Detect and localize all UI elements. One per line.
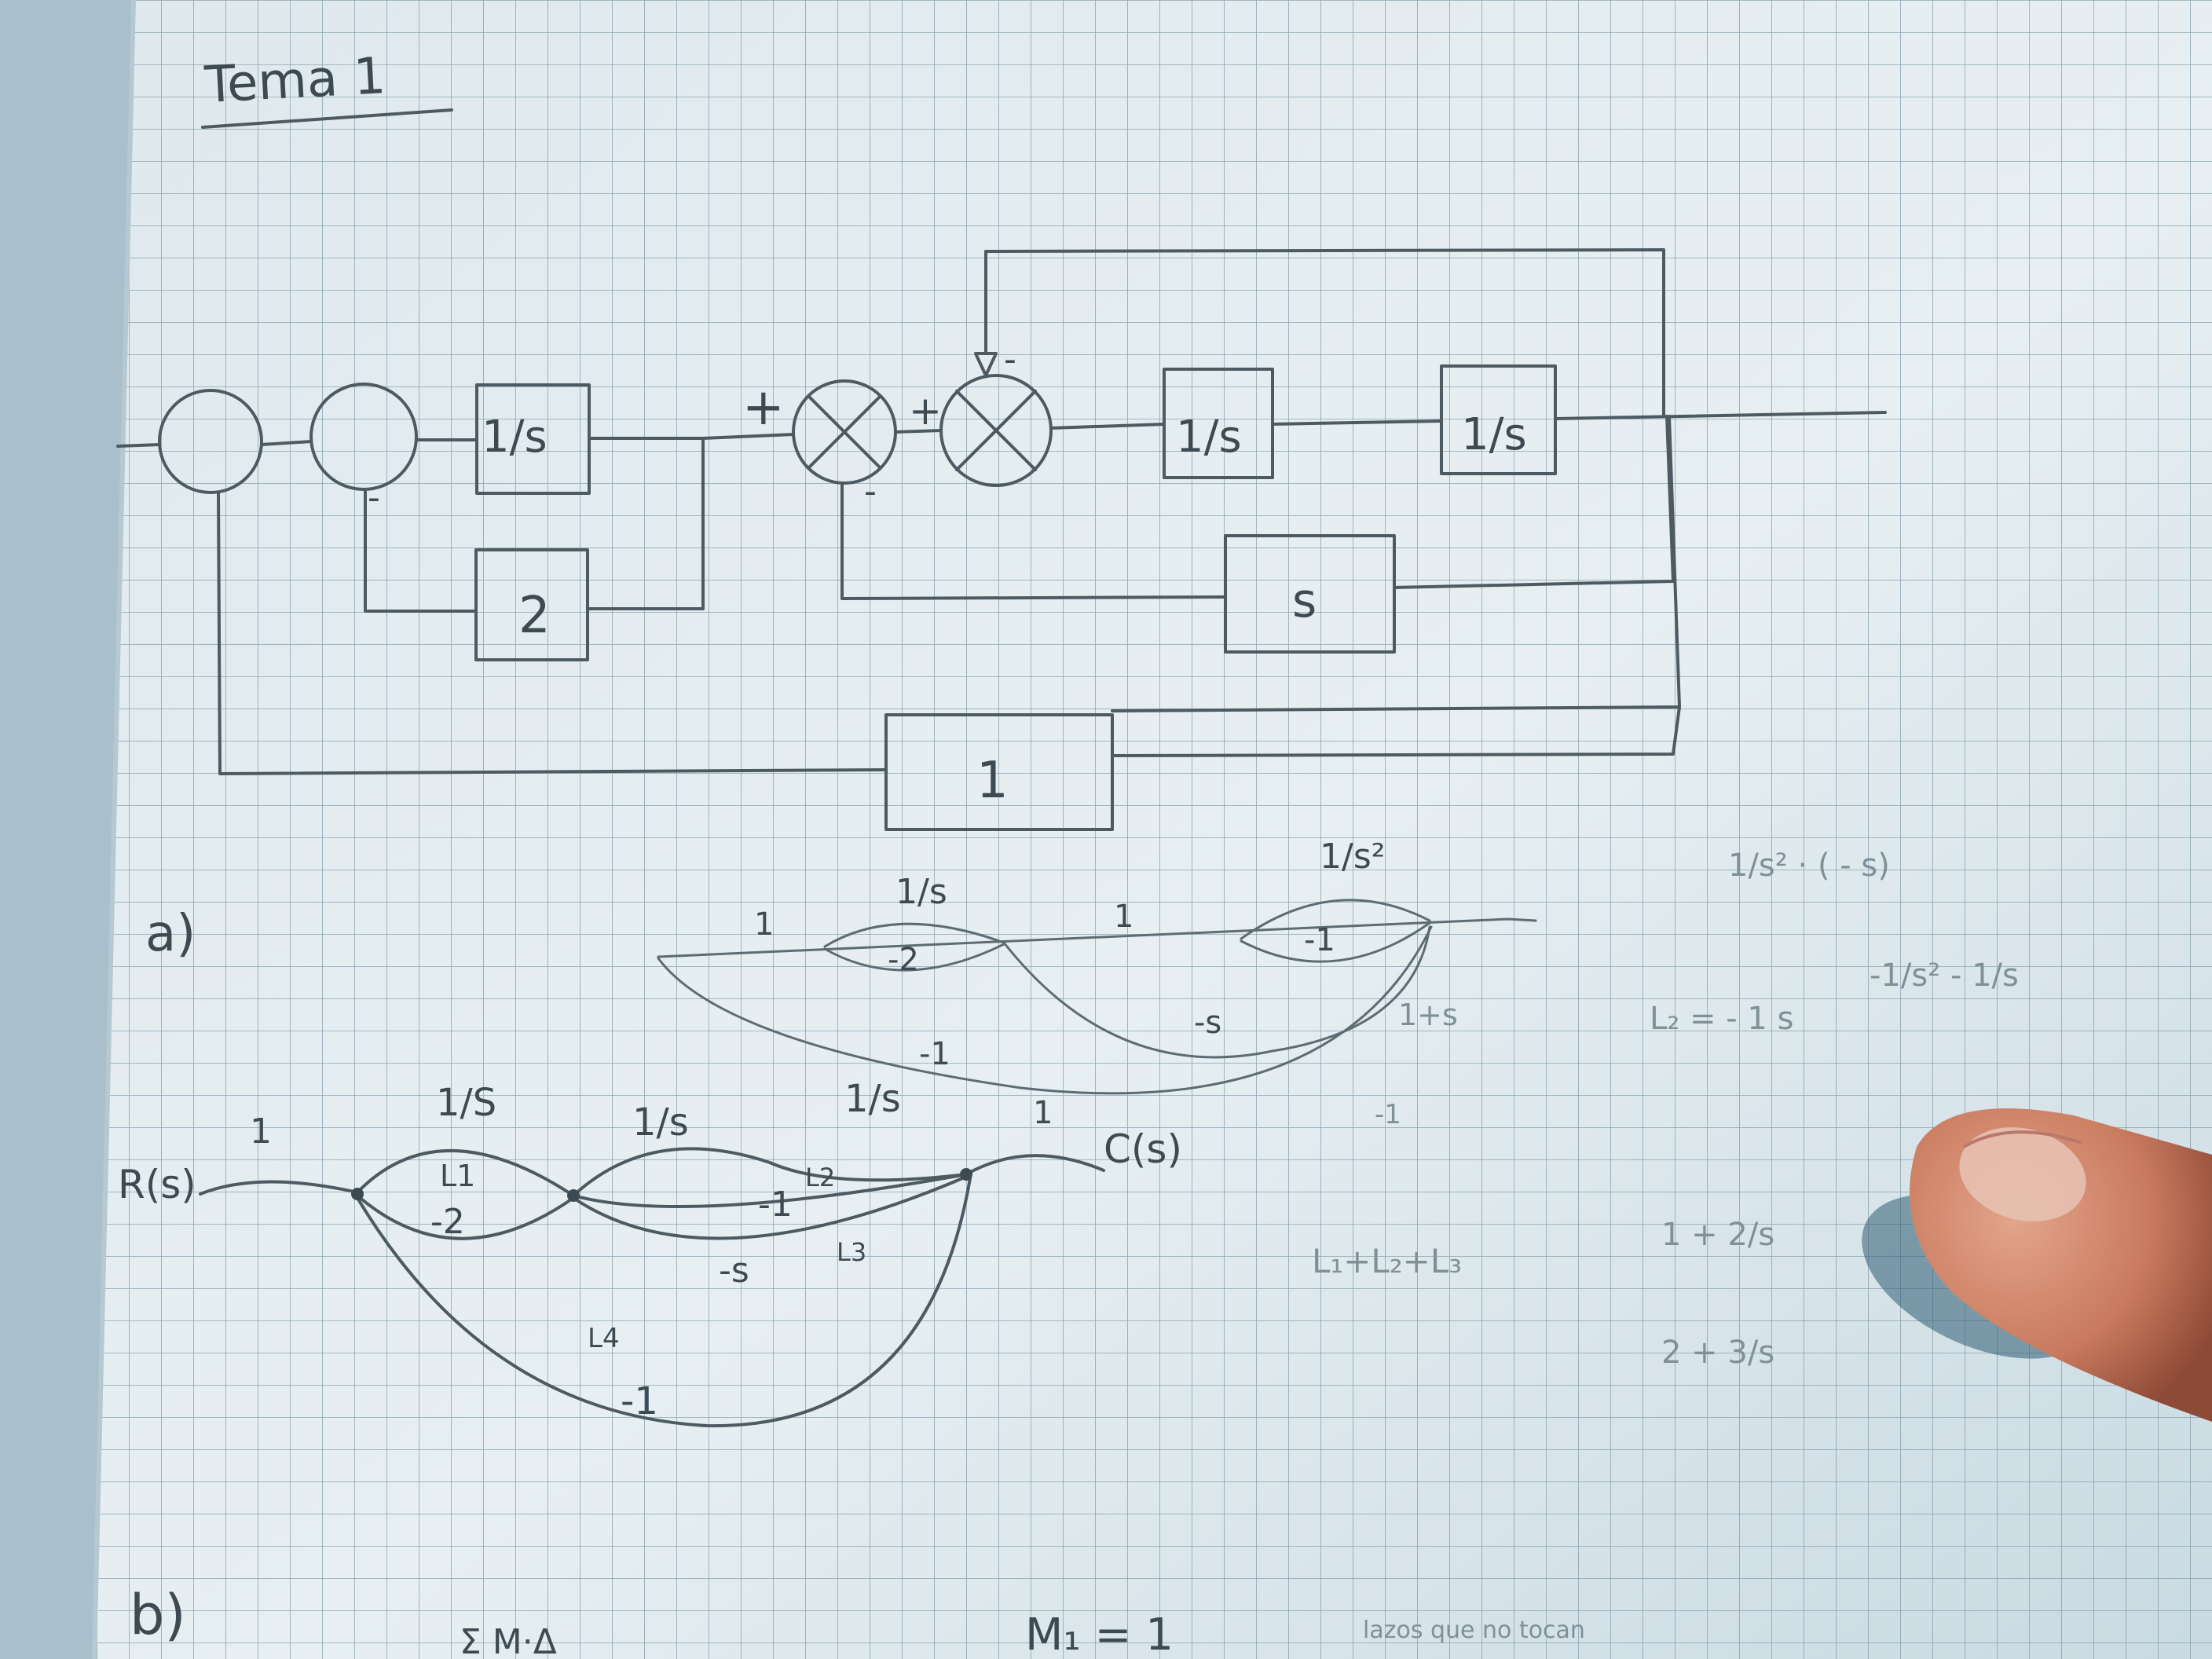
- svg-text:L₂ = - 1 s: L₂ = - 1 s: [1650, 1001, 1793, 1037]
- svg-text:L4: L4: [588, 1323, 620, 1354]
- s-feedback-path: [840, 415, 1675, 600]
- svg-text:1: 1: [754, 906, 774, 943]
- svg-text:1/s²: 1/s²: [1320, 837, 1385, 877]
- title-block: Tema 1: [201, 47, 453, 129]
- svg-text:1: 1: [250, 1111, 272, 1152]
- svg-text:1: 1: [1114, 899, 1133, 935]
- svg-text:a): a): [145, 905, 196, 963]
- svg-text:1/S: 1/S: [436, 1081, 496, 1125]
- forward-path: [116, 411, 1887, 610]
- svg-text:-s: -s: [719, 1251, 749, 1291]
- svg-text:-s: -s: [1194, 1005, 1221, 1041]
- svg-text:-1: -1: [621, 1379, 658, 1423]
- block-diagram: 1/s 2 1/s 1/s s 1 -: [116, 248, 1887, 831]
- svg-text:L2: L2: [805, 1163, 835, 1192]
- svg-text:1/s: 1/s: [482, 412, 548, 463]
- part-a-graph: a) 1 1/s -2 1 1/s² -1 -s -1 1+s -1: [145, 837, 1537, 1130]
- svg-text:-1: -1: [758, 1185, 793, 1225]
- right-notes: L₁+L₂+L₃ 1 + 2/s 2 + 3/s: [1312, 1217, 1774, 1371]
- part-b: b) Σ M·Δ M₁ = 1 lazos que no tocan: [130, 1583, 1585, 1659]
- svg-text:1/s: 1/s: [895, 872, 947, 912]
- svg-text:+: +: [909, 388, 942, 434]
- svg-text:L₁+L₂+L₃: L₁+L₂+L₃: [1312, 1242, 1462, 1280]
- svg-text:-: -: [1004, 339, 1016, 379]
- block-gain-2: 2: [474, 548, 589, 661]
- svg-text:L3: L3: [837, 1237, 866, 1267]
- finger: [1862, 1108, 2212, 1422]
- svg-text:-1: -1: [919, 1036, 950, 1072]
- block-integrator-3: 1/s: [1440, 364, 1557, 475]
- svg-text:b): b): [130, 1583, 186, 1647]
- svg-text:+: +: [742, 379, 785, 437]
- svg-text:2 + 3/s: 2 + 3/s: [1661, 1335, 1774, 1371]
- svg-text:s: s: [1292, 573, 1317, 628]
- svg-text:lazos que no tocan: lazos que no tocan: [1363, 1617, 1585, 1644]
- svg-text:M₁ = 1: M₁ = 1: [1025, 1610, 1174, 1659]
- svg-text:-2: -2: [888, 942, 919, 978]
- block-integrator-1: 1/s: [475, 383, 591, 495]
- svg-text:1/s² · ( - s): 1/s² · ( - s): [1728, 848, 1890, 884]
- svg-text:-1: -1: [1375, 1099, 1401, 1130]
- part-a-notes: 1/s² · ( - s) -1/s² - 1/s L₂ = - 1 s: [1650, 848, 2019, 1037]
- svg-text:1/s: 1/s: [632, 1101, 689, 1144]
- svg-text:1/s: 1/s: [1461, 409, 1527, 460]
- summing-junction-1: [158, 389, 263, 494]
- svg-text:-: -: [368, 478, 380, 518]
- svg-text:1 + 2/s: 1 + 2/s: [1661, 1217, 1774, 1253]
- svg-text:-: -: [864, 471, 877, 511]
- block-s: s: [1224, 534, 1396, 654]
- svg-text:-1: -1: [1304, 922, 1335, 958]
- svg-text:Σ M·Δ: Σ M·Δ: [460, 1622, 557, 1659]
- svg-text:1: 1: [1033, 1095, 1053, 1131]
- unity-feedback-path: [217, 415, 1681, 775]
- inner-feedback-2: [364, 488, 478, 613]
- svg-text:1+s: 1+s: [1398, 998, 1458, 1032]
- svg-text:-2: -2: [430, 1202, 465, 1242]
- svg-text:2: 2: [518, 587, 551, 645]
- svg-text:L1: L1: [440, 1159, 475, 1193]
- svg-text:-1/s² - 1/s: -1/s² - 1/s: [1870, 958, 2019, 994]
- block-unity: 1: [884, 713, 1114, 831]
- svg-text:C(s): C(s): [1104, 1126, 1182, 1172]
- page-title: Tema 1: [203, 47, 387, 115]
- signal-flow-graph: R(s) C(s) 1 1/S 1/s 1/s 1 L1 -2 L2 -1 L3…: [118, 1077, 1182, 1428]
- svg-text:1/s: 1/s: [844, 1077, 901, 1121]
- top-feedback-path: [974, 248, 1665, 416]
- svg-text:1/s: 1/s: [1176, 412, 1242, 463]
- svg-text:1: 1: [976, 752, 1009, 810]
- svg-text:R(s): R(s): [118, 1162, 196, 1207]
